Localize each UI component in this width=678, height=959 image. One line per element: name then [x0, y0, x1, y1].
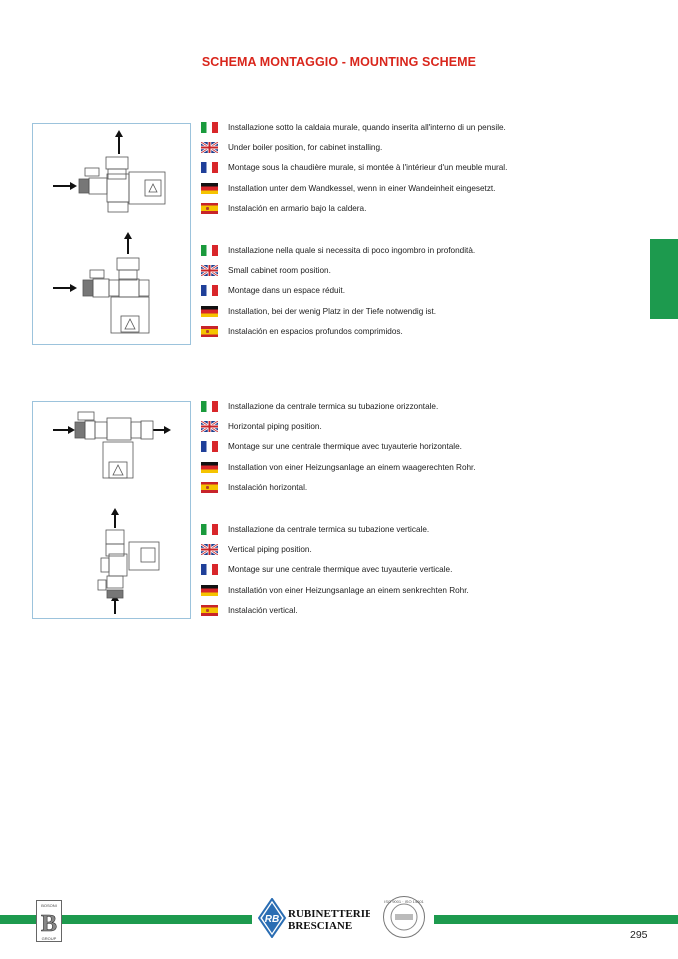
list-item-de: Installation, bei der wenig Platz in der…: [201, 301, 475, 321]
list-item-it: Installazione da centrale termica su tub…: [201, 396, 476, 416]
germany-flag-icon: [201, 305, 218, 317]
germany-flag-icon: [201, 584, 218, 596]
footer-bar-left: [0, 915, 252, 924]
spain-flag-icon: [201, 481, 218, 493]
list-item-fr: Montage sous la chaudière murale, si mon…: [201, 158, 507, 178]
section-tab: [650, 239, 678, 319]
germany-flag-icon: [201, 461, 218, 473]
france-flag-icon: [201, 564, 218, 576]
svg-text:BRESCIANE: BRESCIANE: [288, 920, 352, 932]
list-item-en: Under boiler position, for cabinet insta…: [201, 137, 507, 157]
page-number: 295: [630, 929, 648, 941]
diagram-box-cabinet: [32, 123, 191, 345]
list-item-de: Installation unter dem Wandkessel, wenn …: [201, 178, 507, 198]
list-item-en: Small cabinet room position.: [201, 260, 475, 280]
svg-text:B: B: [41, 911, 57, 937]
list-item-it: Installazione sotto la caldaia murale, q…: [201, 117, 507, 137]
germany-flag-icon: [201, 182, 218, 194]
bosoni-group-logo: BOSONI B GROUP: [36, 900, 62, 942]
list-item-es: Instalación horizontal.: [201, 477, 476, 497]
list-item-es: Instalación en armario bajo la caldera.: [201, 198, 507, 218]
text-group-cabinet: Installazione sotto la caldaia murale, q…: [201, 117, 507, 218]
svg-text:RB: RB: [265, 914, 279, 925]
list-item-it: Installazione da centrale termica su tub…: [201, 519, 469, 539]
list-item-es: Instalación vertical.: [201, 600, 469, 620]
footer-bar-right: [434, 915, 678, 924]
svg-text:ISO 9001 · ISO 14001: ISO 9001 · ISO 14001: [384, 899, 424, 904]
list-item-es: Instalación en espacios profundos compri…: [201, 321, 475, 341]
svg-text:BOSONI: BOSONI: [41, 903, 57, 908]
france-flag-icon: [201, 441, 218, 453]
uk-flag-icon: [201, 420, 218, 432]
list-item-it: Installazione nella quale si necessita d…: [201, 240, 475, 260]
arrow-icon: [53, 232, 132, 292]
text-group-small-cabinet: Installazione nella quale si necessita d…: [201, 240, 475, 341]
rubinetterie-bresciane-logo: RB RUBINETTERIE BRESCIANE: [258, 898, 370, 938]
spain-flag-icon: [201, 604, 218, 616]
list-item-de: Installatión von einer Heizungsanlage an…: [201, 580, 469, 600]
italy-flag-icon: [201, 244, 218, 256]
france-flag-icon: [201, 285, 218, 297]
text-group-horizontal: Installazione da centrale termica su tub…: [201, 396, 476, 497]
valve-diagram-cabinet: [53, 130, 166, 334]
list-item-de: Installation von einer Heizungsanlage an…: [201, 457, 476, 477]
svg-text:GROUP: GROUP: [42, 936, 57, 941]
valve-diagram-central: [53, 411, 171, 614]
iso-certification-seal: ISO 9001 · ISO 14001: [383, 896, 425, 938]
italy-flag-icon: [201, 523, 218, 535]
list-item-fr: Montage dans un espace réduit.: [201, 281, 475, 301]
italy-flag-icon: [201, 121, 218, 133]
page-title: SCHEMA MONTAGGIO - MOUNTING SCHEME: [201, 55, 477, 69]
uk-flag-icon: [201, 141, 218, 153]
spain-flag-icon: [201, 325, 218, 337]
uk-flag-icon: [201, 264, 218, 276]
spain-flag-icon: [201, 202, 218, 214]
list-item-fr: Montage sur une centrale thermique avec …: [201, 437, 476, 457]
arrow-icon: [53, 426, 171, 434]
list-item-fr: Montage sur une centrale thermique avec …: [201, 560, 469, 580]
italy-flag-icon: [201, 400, 218, 412]
diagram-box-central: [32, 401, 191, 619]
uk-flag-icon: [201, 543, 218, 555]
list-item-en: Horizontal piping position.: [201, 416, 476, 436]
svg-text:RUBINETTERIE: RUBINETTERIE: [288, 908, 370, 920]
arrow-icon: [53, 130, 123, 190]
text-group-vertical: Installazione da centrale termica su tub…: [201, 519, 469, 620]
list-item-en: Vertical piping position.: [201, 539, 469, 559]
france-flag-icon: [201, 162, 218, 174]
